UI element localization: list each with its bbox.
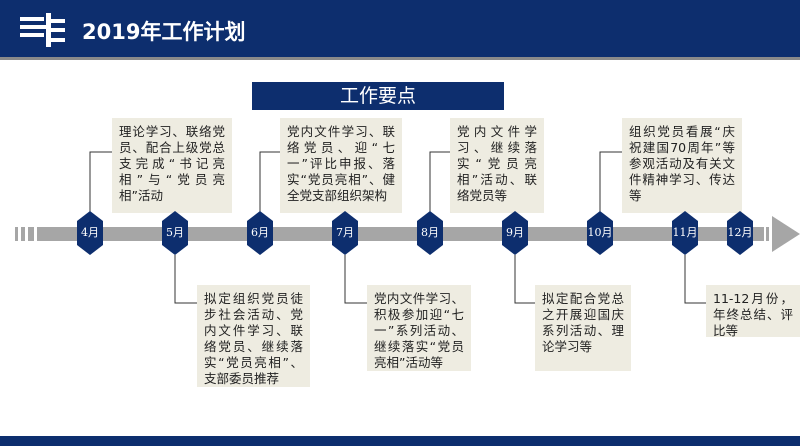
month-label: 7月 [336,226,354,239]
month-marker: 11月 [672,211,698,255]
month-marker: 8月 [417,211,443,255]
month-marker: 4月 [77,211,103,255]
plan-box-nov: 11-12月份，年终总结、评比等 [706,285,800,338]
month-marker: 12月 [727,211,753,255]
section-banner: 工作要点 [252,82,504,110]
plan-box-jun: 党内文件学习、联络党员、迎“七一”评比申报、落实“党员亮相”、健全党支部组织架构 [280,118,402,213]
month-marker: 5月 [162,211,188,255]
page-title: 2019年工作计划 [82,20,246,44]
month-marker: 10月 [587,211,613,255]
month-label: 6月 [251,226,269,239]
month-label: 5月 [166,226,184,239]
month-marker: 9月 [502,211,528,255]
month-label: 8月 [421,226,439,239]
month-label: 12月 [727,226,753,239]
plan-box-sep: 拟定配合党总之开展迎国庆系列活动、理论学习等 [535,285,631,371]
plan-box-may: 拟定组织党员徒步社会活动、党内文件学习、联络党员、继续落实“党员亮相”、支部委员… [197,285,310,387]
logo-icon [20,13,65,47]
month-marker: 6月 [247,211,273,255]
month-label: 9月 [506,226,524,239]
bottom-toolbar [0,436,800,446]
month-label: 11月 [672,226,698,239]
plan-box-jul: 党内文件学习、积极参加迎“七一”系列活动、继续落实“党员亮相”活动等 [367,285,471,371]
month-marker: 7月 [332,211,358,255]
header-bar: 2019年工作计划 [0,0,800,60]
month-label: 10月 [587,226,613,239]
plan-box-aug: 党内文件学习、继续落实“党员亮相”活动、联络党员等 [450,118,544,213]
plan-box-oct: 组织党员看展“庆祝建国70周年”等参观活动及有关文件精神学习、传达等 [622,118,742,213]
month-label: 4月 [81,226,99,239]
plan-box-apr: 理论学习、联络党员、配合上级党总支完成“书记亮相”与“党员亮相”活动 [112,118,232,213]
